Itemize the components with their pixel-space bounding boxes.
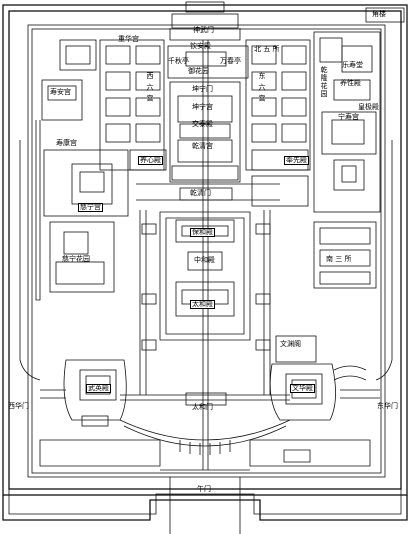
label-yuhuayuan: 御花园 <box>188 67 209 75</box>
central-axis <box>119 40 291 470</box>
label-qianqing-gate: 乾清门 <box>190 189 211 197</box>
inner-water-channel <box>19 140 393 381</box>
outer-walls <box>2 4 408 534</box>
label-qianqiu-ting: 千秋亭 <box>168 57 189 65</box>
label-qinan-hall: 钦安殿 <box>190 42 211 50</box>
label-leshou-hall: 乐寿堂 <box>342 61 363 69</box>
label-wanchun-ting: 万春亭 <box>220 57 241 65</box>
label-yangxin-hall: 养心殿 <box>138 156 163 165</box>
label-ningshou-palace: 宁寿宫 <box>338 113 359 121</box>
label-jiaolou: 角楼 <box>372 10 386 18</box>
label-kunning-palace: 坤宁宫 <box>192 103 213 111</box>
label-jiaotai-hall: 交泰殿 <box>192 120 213 128</box>
label-shenwu-gate: 神武门 <box>193 26 214 34</box>
label-taihe-hall: 太和殿 <box>190 300 215 309</box>
label-south-sansuo: 南 三 所 <box>326 255 352 263</box>
label-shouan-palace: 寿安宫 <box>50 88 71 96</box>
label-wenhua-hall: 文华殿 <box>290 384 315 393</box>
label-cining-garden: 慈宁花园 <box>62 255 90 263</box>
cining-complex <box>35 79 129 301</box>
label-wu-gate: 午门 <box>197 485 211 493</box>
wuying-hall-complex <box>40 359 127 427</box>
label-zhonghe-hall: 中和殿 <box>194 256 215 264</box>
label-north-wusuo: 北 五 所 <box>254 45 280 53</box>
label-west-six: 西 六 宫 <box>146 72 154 103</box>
label-cining-palace: 慈宁宫 <box>78 203 103 212</box>
label-wenyuan-pavilion: 文渊阁 <box>280 340 301 348</box>
label-xihua-gate: 西华门 <box>8 402 29 410</box>
east-six-palaces <box>245 39 311 207</box>
label-shoukang-palace: 寿康宫 <box>56 139 77 147</box>
label-taihe-gate: 太和门 <box>192 403 213 411</box>
label-huangji-hall: 皇极殿 <box>358 103 379 111</box>
label-baohe-hall: 保和殿 <box>190 228 215 237</box>
corner-tower <box>365 7 405 23</box>
south-three-offices <box>313 221 377 289</box>
label-wuying-hall: 武英殿 <box>86 384 111 393</box>
label-fengxian-hall: 奉先殿 <box>284 156 309 165</box>
wenhua-hall-complex <box>269 335 380 421</box>
shenwu-gate-structure <box>169 1 241 41</box>
ningshou-complex <box>313 31 381 213</box>
label-qianqing-palace: 乾清宫 <box>192 142 213 150</box>
label-kunning-gate: 坤宁门 <box>192 85 213 93</box>
west-six-palaces <box>59 39 167 171</box>
label-qianlong-garden: 乾隆花园 <box>320 66 328 98</box>
south-blocks <box>39 439 371 467</box>
label-donghua-gate: 东华门 <box>377 402 398 410</box>
label-east-six: 东 六 宫 <box>258 72 266 103</box>
label-chonghua-palace: 重华宫 <box>118 35 139 43</box>
label-yangxing-hall: 养性殿 <box>340 79 361 87</box>
